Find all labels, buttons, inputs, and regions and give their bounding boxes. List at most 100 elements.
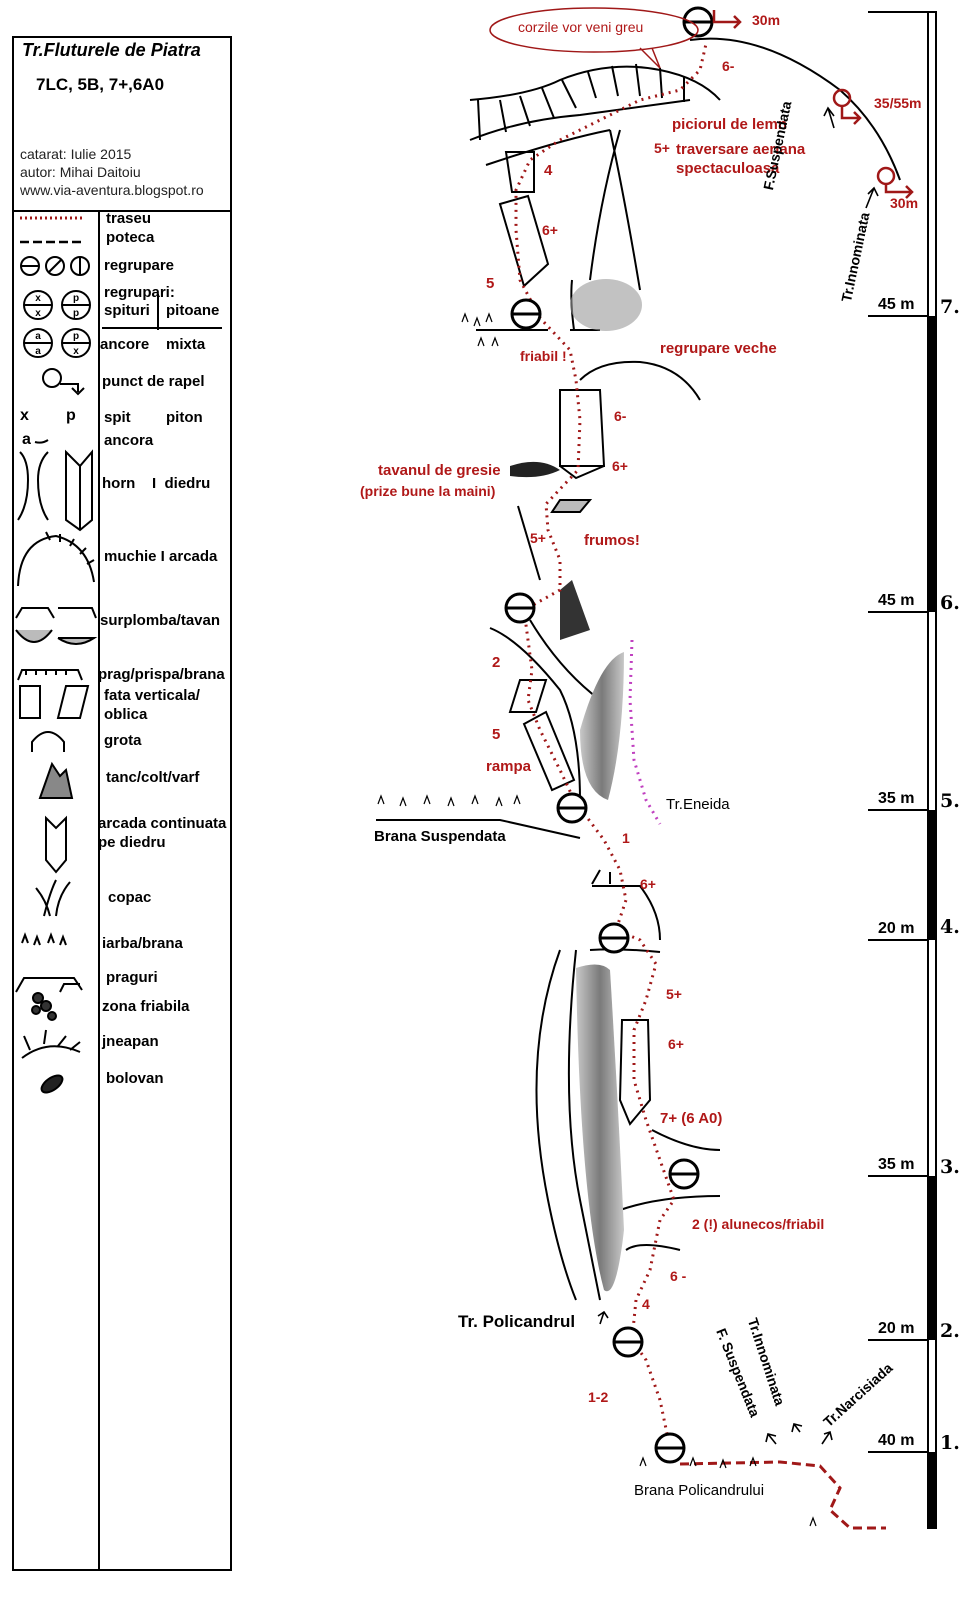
legend-divider [98, 210, 100, 1569]
route-grade: 7LC, 5B, 7+,6A0 [36, 75, 165, 94]
legend-horn-diedru: horn I diedru [102, 475, 211, 492]
brana-suspendata: Brana Suspendata [374, 828, 506, 845]
legend-spit: spit [104, 409, 131, 426]
grade-4-top: 4 [544, 162, 553, 179]
legend-piton: piton [166, 409, 203, 426]
pitch-1-length: 40 m [878, 1432, 915, 1449]
pitch-3-length: 35 m [878, 1156, 915, 1173]
regrupare-veche: regrupare veche [660, 340, 777, 357]
rappel-35-55m: 35/55m [874, 95, 922, 111]
legend-praguri: praguri [106, 969, 158, 986]
rock-features [376, 37, 901, 1301]
regrupare-icon [20, 256, 90, 276]
grade-5p-b: 5+ [530, 530, 546, 546]
ancora-symbol: a [22, 431, 31, 448]
rappel-point-icon [42, 368, 62, 388]
pitch-6-length: 45 m [878, 592, 915, 609]
pitch-7-length: 45 m [878, 296, 915, 313]
frumos-label: frumos! [584, 532, 640, 549]
dihedral-icon [65, 449, 93, 532]
grade-6m-b: 6- [614, 408, 627, 424]
friabil-label: friabil ! [520, 348, 567, 364]
grade-5-b: 5 [492, 726, 501, 743]
svg-text:x: x [35, 293, 41, 304]
tr-policandrul: Tr. Policandrul [458, 1312, 576, 1331]
legend-pitoane: pitoane [166, 302, 220, 319]
legend-ancore: ancore [100, 336, 150, 353]
trav-grade: 5+ [654, 140, 670, 156]
mountain-pine-icon [21, 1029, 81, 1059]
pitch-2-length: 20 m [878, 1320, 915, 1337]
route-line [514, 43, 708, 1449]
legend-tanc: tanc/colt/varf [106, 769, 200, 786]
tavan-line2: (prize bune la maini) [360, 483, 496, 499]
piton-symbol: p [66, 407, 76, 424]
ledge-icon [17, 669, 83, 681]
legend-jneapan: jneapan [102, 1033, 159, 1050]
legend-spituri: spituri [104, 302, 150, 319]
rock-shading [510, 279, 642, 1292]
grade-6p-a: 6+ [542, 222, 558, 238]
legend-bolovan: bolovan [106, 1070, 164, 1087]
grade-5p-c: 5+ [666, 986, 682, 1002]
eneida-route-line [628, 639, 662, 825]
legend-friabila: zona friabila [102, 998, 190, 1015]
pitch-5-length: 35 m [878, 790, 915, 807]
website: www.via-aventura.blogspot.ro [20, 182, 204, 198]
legend-poteca: poteca [106, 229, 155, 246]
mixed-anchor-icon [61, 328, 91, 358]
pitch-4-length: 20 m [878, 920, 915, 937]
speech-bubble [489, 7, 699, 53]
piciorul-label: piciorul de lemn [672, 116, 788, 133]
climb-date: catarat: Iulie 2015 [20, 146, 132, 162]
legend-ancora: ancora [104, 432, 154, 449]
boulder-icon [40, 1074, 64, 1094]
svg-text:a: a [35, 346, 41, 357]
grass-icon [21, 932, 67, 946]
legend-fata-1: fata verticala/ [104, 687, 200, 704]
svg-text:x: x [35, 308, 41, 319]
bubble-text: corzile vor veni greu [518, 19, 644, 35]
grade-6p-b: 6+ [612, 458, 628, 474]
rappel-points [712, 10, 914, 199]
legend-grota: grota [104, 732, 142, 749]
svg-text:p: p [73, 293, 79, 304]
rampa-label: rampa [486, 758, 532, 775]
tr-eneida: Tr.Eneida [666, 796, 730, 813]
legend-prag: prag/prispa/brana [98, 666, 225, 683]
svg-text:x: x [73, 346, 79, 357]
legend-arcada-1: arcada continuata [98, 815, 227, 832]
legend-iarba: iarba/brana [102, 935, 183, 952]
loose-rock-icon [32, 992, 44, 1004]
grade-1-2: 1-2 [588, 1389, 609, 1405]
brana-policandrului: Brana Policandrului [634, 1482, 765, 1499]
grade-6p-d: 6+ [668, 1036, 684, 1052]
svg-text:p: p [73, 308, 79, 319]
spit-anchor-icon [23, 290, 53, 320]
pinnacle-icon [38, 761, 74, 799]
legend-traseu: traseu [106, 210, 152, 227]
oblique-face-icon [56, 685, 90, 719]
grade-2-a: 2 [492, 654, 501, 671]
arete-icon [17, 534, 95, 587]
belay-stations [504, 6, 714, 1464]
pitch-7-number: 7. [940, 296, 960, 318]
legend-muchie: muchie I arcada [104, 548, 218, 565]
trav-line2: spectaculoasa [676, 160, 780, 177]
legend-arcada-2: pe diedru [98, 834, 166, 851]
height-scale [868, 11, 937, 1529]
cave-icon [31, 731, 65, 752]
vertical-face-icon [19, 685, 41, 719]
legend-fata-2: oblica [104, 706, 148, 723]
pitch-2-number: 2. [940, 1320, 960, 1342]
grade-5-a: 5 [486, 275, 495, 292]
grade-6m-top: 6- [722, 58, 735, 74]
pitch-4-number: 4. [940, 916, 960, 938]
piton-anchor-icon [61, 290, 91, 320]
svg-text:p: p [73, 331, 79, 342]
alunecos-label: 2 (!) alunecos/friabil [692, 1216, 825, 1232]
pitch-3-number: 3. [940, 1156, 960, 1178]
route-title: Tr.Fluturele de Piatra [22, 40, 201, 60]
